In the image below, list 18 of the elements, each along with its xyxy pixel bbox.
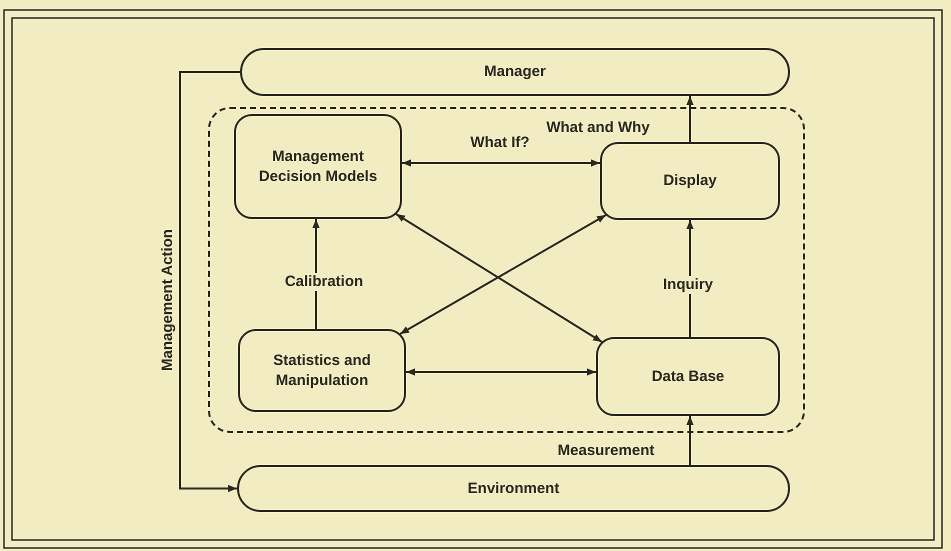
- node-label: Environment: [466, 478, 560, 498]
- terminal-box: [237, 465, 790, 512]
- arrow: [179, 71, 240, 492]
- arrow: [406, 368, 596, 376]
- node-label: Management Decision Models: [258, 146, 378, 186]
- process-box: [596, 337, 780, 416]
- node-label: Display: [662, 171, 718, 191]
- arrow: [686, 96, 694, 142]
- edge-label: What and Why: [543, 119, 653, 137]
- terminal-box: [240, 48, 790, 96]
- process-box: [238, 329, 406, 412]
- arrow: [686, 416, 694, 465]
- process-box: [234, 114, 402, 219]
- process-box: [600, 142, 780, 220]
- node-label: Manager: [483, 62, 547, 82]
- node-label: Data Base: [650, 366, 726, 386]
- node-label: Statistics and Manipulation: [272, 350, 372, 390]
- arrow: [402, 159, 600, 167]
